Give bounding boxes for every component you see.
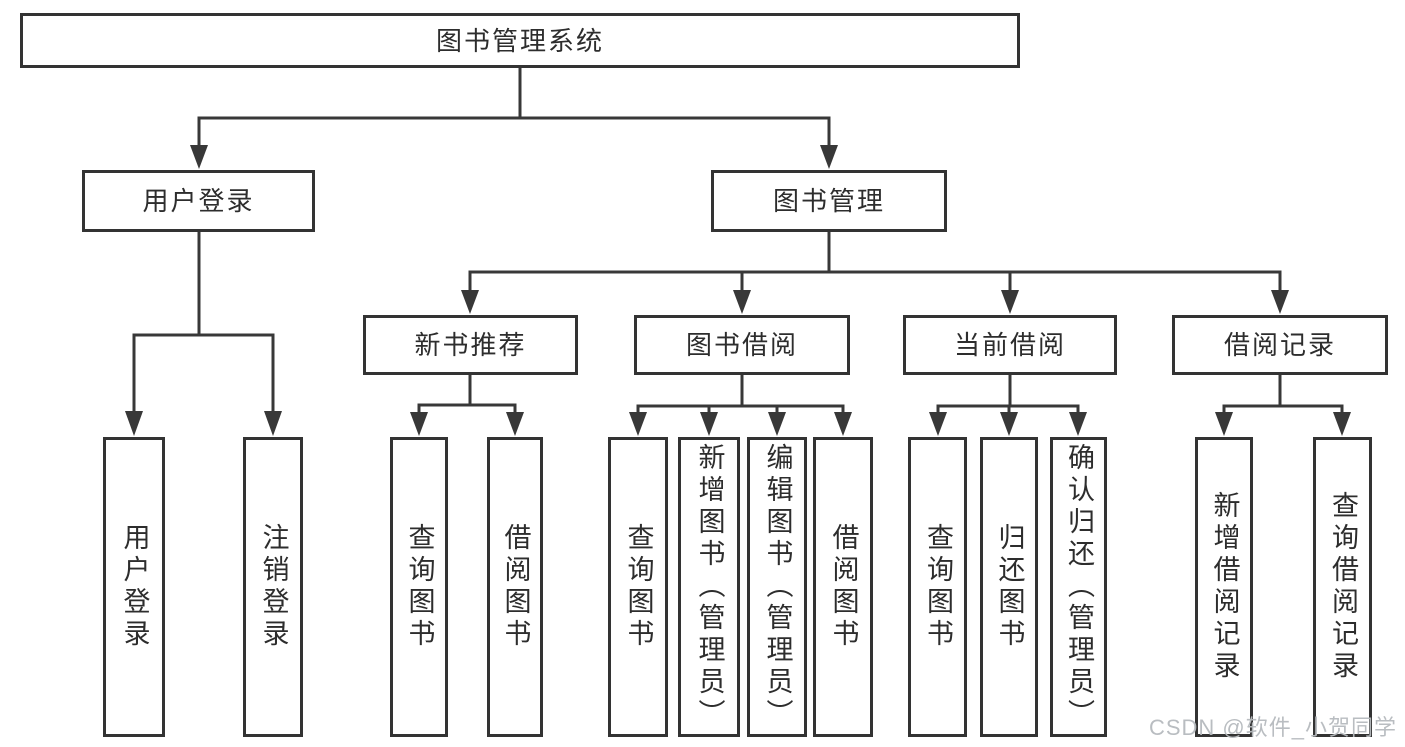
leaf-label: 确认归还（管理员） bbox=[1064, 443, 1094, 731]
leaf-label: 编辑图书（管理员） bbox=[762, 443, 793, 731]
node-user-login-branch: 用户登录 bbox=[82, 170, 315, 232]
node-label: 借阅记录 bbox=[1223, 330, 1336, 360]
leaf-label: 注销登录 bbox=[258, 523, 289, 651]
node-current-borrowing: 当前借阅 bbox=[903, 315, 1117, 375]
leaf-user-login: 用户登录 bbox=[103, 437, 165, 737]
leaf-query-borrow-record: 查询借阅记录 bbox=[1313, 437, 1372, 737]
leaf-label: 新增图书（管理员） bbox=[694, 443, 725, 731]
leaf-borrow-books-borrowing: 借阅图书 bbox=[813, 437, 873, 737]
leaf-label: 查询图书 bbox=[623, 523, 654, 651]
node-label: 当前借阅 bbox=[953, 330, 1066, 360]
leaf-add-books-admin: 新增图书（管理员） bbox=[678, 437, 740, 737]
leaf-borrow-books-recommend: 借阅图书 bbox=[487, 437, 543, 737]
leaf-label: 查询图书 bbox=[923, 523, 953, 651]
node-label: 图书管理系统 bbox=[435, 25, 604, 56]
leaf-label: 归还图书 bbox=[994, 523, 1025, 651]
node-book-borrowing: 图书借阅 bbox=[634, 315, 850, 375]
node-borrowing-records: 借阅记录 bbox=[1172, 315, 1388, 375]
leaf-label: 查询借阅记录 bbox=[1328, 491, 1358, 683]
csdn-watermark: CSDN @软件_小贺同学 bbox=[1148, 715, 1397, 740]
leaf-query-books-recommend: 查询图书 bbox=[390, 437, 448, 737]
leaf-query-books-current: 查询图书 bbox=[908, 437, 967, 737]
node-label: 图书借阅 bbox=[685, 330, 798, 360]
leaf-label: 借阅图书 bbox=[500, 523, 531, 651]
node-root-system: 图书管理系统 bbox=[20, 13, 1020, 68]
leaf-confirm-return-admin: 确认归还（管理员） bbox=[1050, 437, 1107, 737]
node-new-book-recommend: 新书推荐 bbox=[363, 315, 578, 375]
leaf-add-borrow-record: 新增借阅记录 bbox=[1195, 437, 1253, 737]
leaf-label: 查询图书 bbox=[404, 523, 435, 651]
leaf-query-books-borrowing: 查询图书 bbox=[608, 437, 668, 737]
leaf-logout: 注销登录 bbox=[243, 437, 303, 737]
leaf-label: 新增借阅记录 bbox=[1209, 491, 1240, 683]
node-book-management: 图书管理 bbox=[711, 170, 947, 232]
node-label: 新书推荐 bbox=[414, 330, 527, 360]
node-label: 用户登录 bbox=[142, 186, 255, 216]
leaf-return-books: 归还图书 bbox=[980, 437, 1038, 737]
leaf-label: 用户登录 bbox=[119, 523, 150, 651]
node-label: 图书管理 bbox=[772, 186, 885, 216]
leaf-label: 借阅图书 bbox=[828, 523, 859, 651]
leaf-edit-books-admin: 编辑图书（管理员） bbox=[747, 437, 807, 737]
